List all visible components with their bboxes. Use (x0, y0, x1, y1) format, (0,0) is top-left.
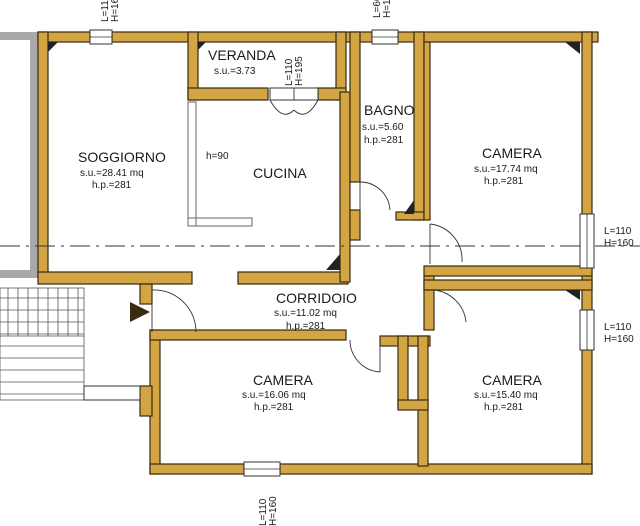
cucina-counter-note: h=90 (206, 151, 229, 162)
window-top-left-h: H=160 (110, 0, 121, 22)
window-top-left-l: L=110 (100, 0, 111, 22)
window-veranda-h: H=195 (294, 56, 305, 86)
camera-se-area: s.u.=15.40 mq (474, 390, 538, 401)
bagno-height: h.p.=281 (364, 135, 404, 146)
kitchen-counter (187, 101, 253, 227)
windows (83, 29, 595, 477)
camera-sw-name: CAMERA (253, 372, 314, 388)
window-right-lower-l: L=110 (604, 322, 632, 333)
window-right-lower-h: H=160 (604, 334, 634, 345)
soggiorno-area: s.u.=28.41 mq (80, 168, 144, 179)
window-right-upper-l: L=110 (604, 226, 632, 237)
corridoio-height: h.p.=281 (286, 321, 326, 332)
corner-marks (48, 42, 580, 300)
window-stair (83, 385, 141, 401)
room-labels: VERANDA s.u.=3.73 BAGNO s.u.=5.60 h.p.=2… (78, 47, 543, 413)
camera-ne-area: s.u.=17.74 mq (474, 164, 538, 175)
camera-ne-height: h.p.=281 (484, 176, 524, 187)
bagno-area: s.u.=5.60 (362, 122, 404, 133)
window-labels: L=110 H=160 L=110 H=195 L=60 H=160 L=110… (100, 0, 634, 526)
window-bagno-h: H=160 (382, 0, 393, 18)
soggiorno-height: h.p.=281 (92, 180, 132, 191)
camera-se-height: h.p.=281 (484, 402, 524, 413)
window-bagno-l: L=60 (372, 0, 383, 18)
entry-arrow-icon (130, 302, 150, 322)
window-veranda-l: L=110 (284, 58, 295, 86)
veranda-name: VERANDA (208, 47, 276, 63)
corridoio-name: CORRIDOIO (276, 290, 357, 306)
camera-sw-height: h.p.=281 (254, 402, 294, 413)
camera-se-name: CAMERA (482, 372, 543, 388)
soggiorno-name: SOGGIORNO (78, 149, 166, 165)
camera-ne-name: CAMERA (482, 145, 543, 161)
window-right-upper-h: H=160 (604, 238, 634, 249)
camera-sw-area: s.u.=16.06 mq (242, 390, 306, 401)
adjacent-building (0, 32, 38, 278)
bagno-name: BAGNO (364, 102, 415, 118)
doors (151, 87, 467, 373)
cucina-name: CUCINA (253, 165, 307, 181)
window-bottom-h: H=160 (268, 496, 279, 526)
window-bottom-l: L=110 (258, 498, 269, 526)
veranda-area: s.u.=3.73 (214, 66, 256, 77)
corridoio-area: s.u.=11.02 mq (274, 308, 337, 319)
staircase (0, 287, 140, 401)
